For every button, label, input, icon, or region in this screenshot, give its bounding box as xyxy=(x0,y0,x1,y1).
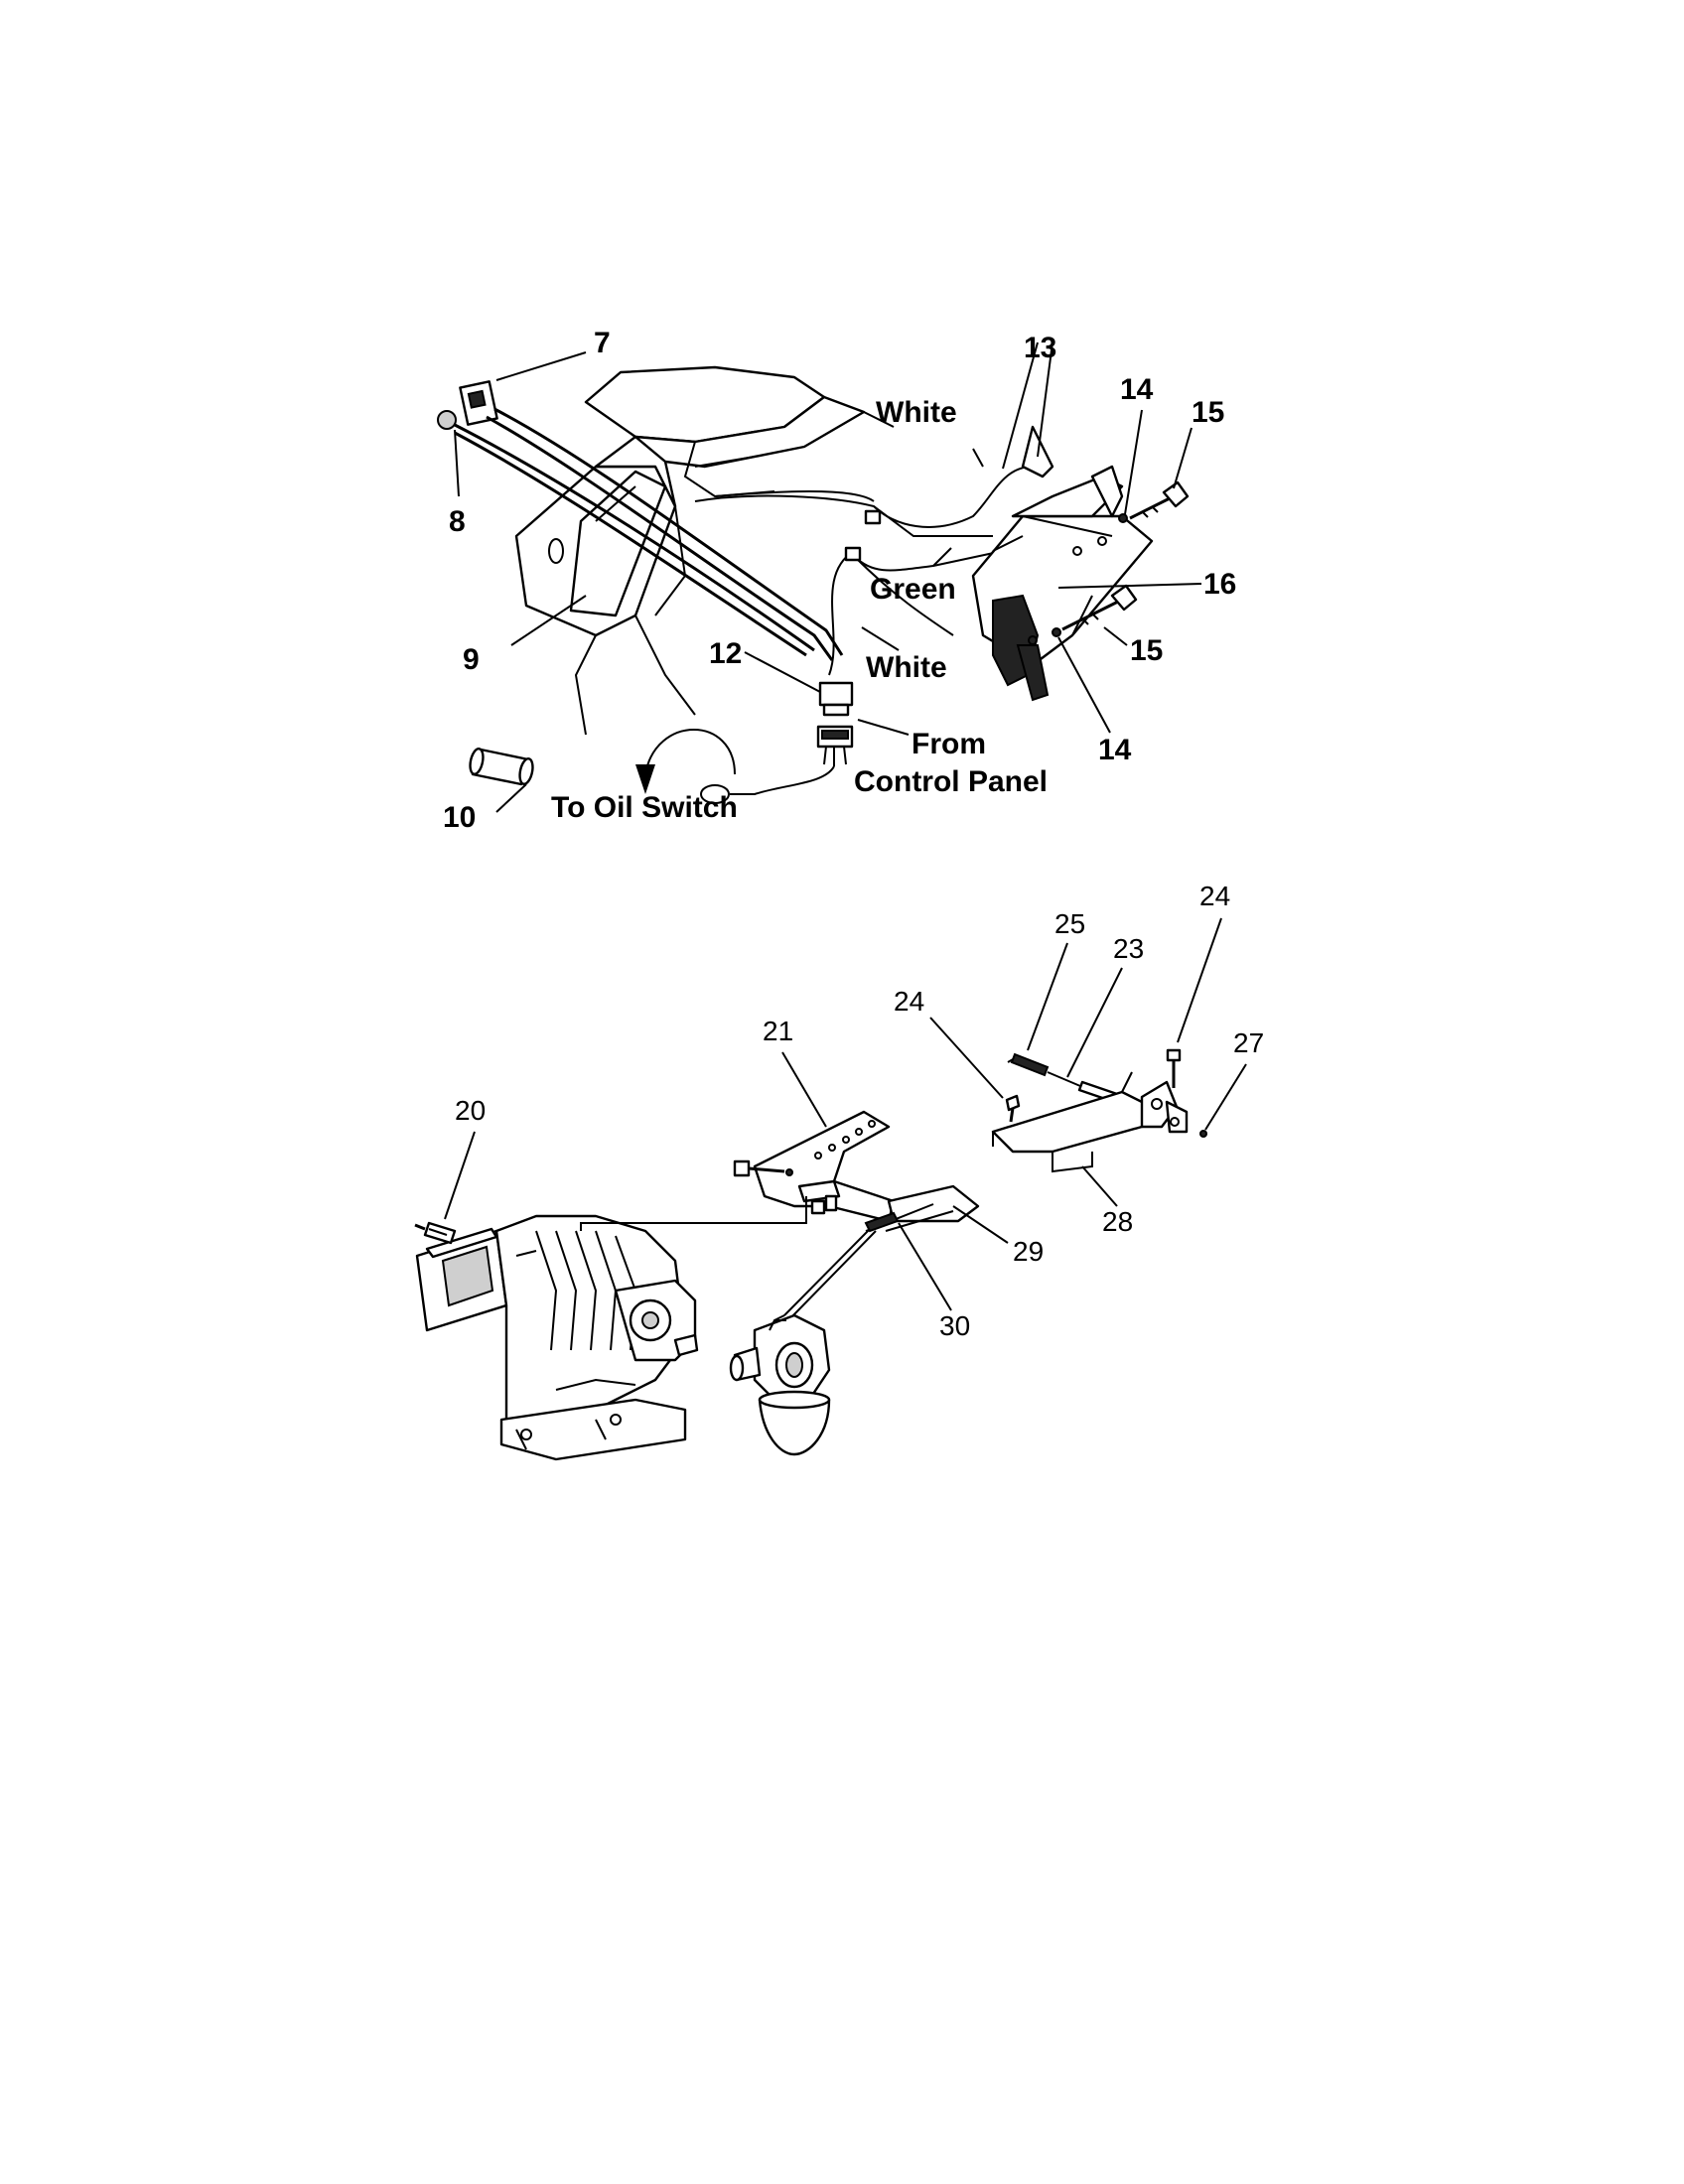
callout-14-bottom: 14 xyxy=(1098,734,1132,766)
callout-24-left: 24 xyxy=(894,986,924,1017)
callout-16: 16 xyxy=(1203,568,1236,601)
callout-15-bottom: 15 xyxy=(1130,634,1163,667)
label-green: Green xyxy=(870,573,956,606)
callout-21: 21 xyxy=(763,1016,793,1046)
engine-block xyxy=(415,1214,699,1461)
callout-10: 10 xyxy=(443,801,476,834)
engine-bracket-link-line xyxy=(580,1196,807,1231)
bracket-screw xyxy=(733,1160,793,1177)
lower-leader-lines xyxy=(444,917,1247,1311)
wire-connectors xyxy=(700,681,854,804)
callout-24-right: 24 xyxy=(1199,881,1230,911)
callout-13: 13 xyxy=(1024,332,1056,364)
ignition-cable xyxy=(437,380,844,661)
callout-8: 8 xyxy=(449,505,466,538)
switch-bracket xyxy=(971,425,1154,702)
callout-14-top: 14 xyxy=(1120,373,1154,406)
lower-throttle-assembly: 20 21 25 23 24 24 27 28 29 30 xyxy=(414,881,1264,1461)
screw-24-left xyxy=(1005,1094,1021,1123)
callout-25: 25 xyxy=(1054,908,1085,939)
carburetor xyxy=(729,1313,831,1456)
upper-leader-lines xyxy=(454,341,1202,813)
governor-bracket xyxy=(753,1110,980,1223)
callout-23: 23 xyxy=(1113,933,1144,964)
washer-lower xyxy=(1052,627,1061,637)
callout-9: 9 xyxy=(463,643,480,676)
callout-30: 30 xyxy=(939,1310,970,1341)
tube-part xyxy=(469,748,534,786)
upper-wiring-assembly: 7 8 9 10 12 13 14 15 16 15 14 White Gree… xyxy=(437,327,1236,834)
callout-20: 20 xyxy=(455,1095,486,1126)
callout-28: 28 xyxy=(1102,1206,1133,1237)
label-to-oil-switch: To Oil Switch xyxy=(551,791,738,824)
screw-24-right xyxy=(1166,1048,1182,1088)
callout-15-top: 15 xyxy=(1192,396,1224,429)
bolt-upper xyxy=(1129,480,1190,520)
nut-27 xyxy=(1199,1130,1207,1138)
spark-plug xyxy=(414,1221,457,1245)
washer-upper xyxy=(1118,513,1128,523)
control-bracket xyxy=(991,1071,1189,1173)
throttle-link xyxy=(773,1203,954,1321)
spring xyxy=(1007,1052,1050,1077)
label-from: From xyxy=(912,728,986,760)
callout-12: 12 xyxy=(709,637,742,670)
engine-shroud xyxy=(514,365,895,736)
callout-7: 7 xyxy=(594,327,611,359)
label-white-bottom: White xyxy=(866,651,947,684)
oil-switch-arrow xyxy=(635,729,736,794)
label-white-top: White xyxy=(876,396,957,429)
bolt-lower xyxy=(1061,584,1138,631)
callout-29: 29 xyxy=(1013,1236,1044,1267)
label-control-panel: Control Panel xyxy=(854,765,1048,798)
callout-27: 27 xyxy=(1233,1027,1264,1058)
